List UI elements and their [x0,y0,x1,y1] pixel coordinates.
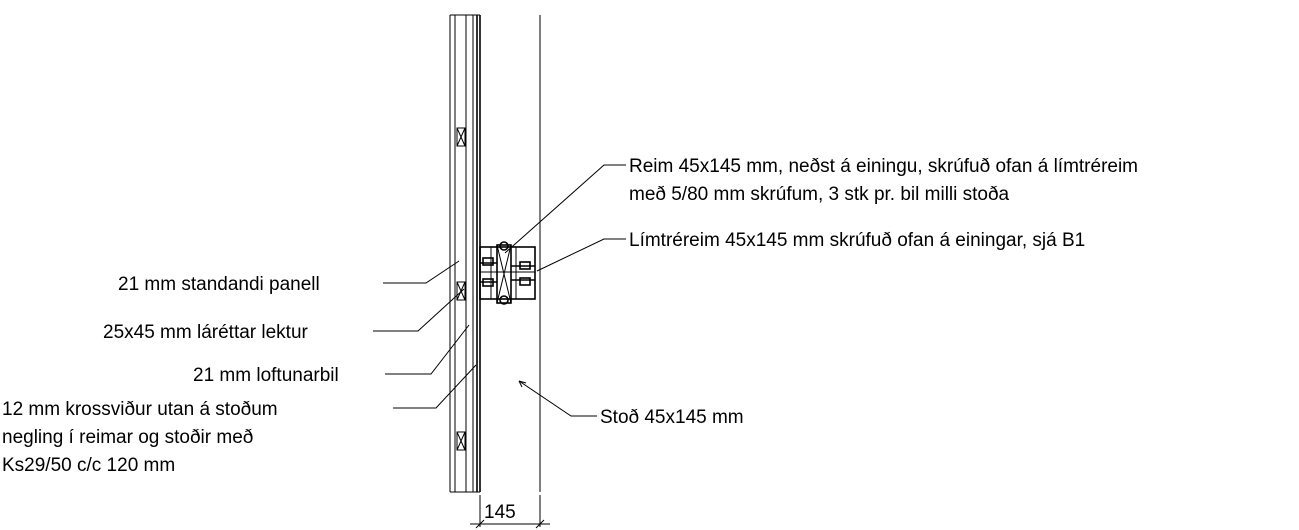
limtrereim-post [496,244,512,304]
reim-block [479,246,536,300]
label-panel: 21 mm standandi panell [118,274,320,295]
lektur-box-top [456,127,466,147]
lektur-box-middle [456,281,466,301]
dimension-label: 145 [484,502,516,523]
label-stod: Stoð 45x145 mm [600,407,744,428]
wall-layers [449,14,541,493]
dimension-145: 145 [470,495,550,529]
label-lektur: 25x45 mm láréttar lektur [103,322,309,343]
label-reim-line1: Reim 45x145 mm, neðst á einingu, skrúfuð… [629,156,1138,177]
leaders-left [373,260,477,409]
leaders-right [504,164,626,417]
leader-limtrereim [536,238,626,272]
reim-detail [479,241,536,305]
label-loftunarbil: 21 mm loftunarbil [193,365,339,386]
leader-reim [504,164,626,254]
lektur-boxes [456,127,466,451]
label-krossvidur-line2: negling í reimar og stoðir með [2,427,253,448]
label-krossvidur-line3: Ks29/50 c/c 120 mm [2,455,175,476]
leader-krossvidur [393,364,477,409]
leader-stod [518,380,597,417]
label-limtrereim: Límtréreim 45x145 mm skrúfuð ofan á eini… [629,230,1085,251]
leader-lektur [373,288,465,332]
label-reim-line2: með 5/80 mm skrúfum, 3 stk pr. bil milli… [629,184,1010,205]
label-krossvidur-line1: 12 mm krossviður utan á stoðum [2,399,278,420]
lektur-box-bottom [456,431,466,451]
leader-panel [383,260,460,284]
leader-loftunarbil [385,324,470,375]
